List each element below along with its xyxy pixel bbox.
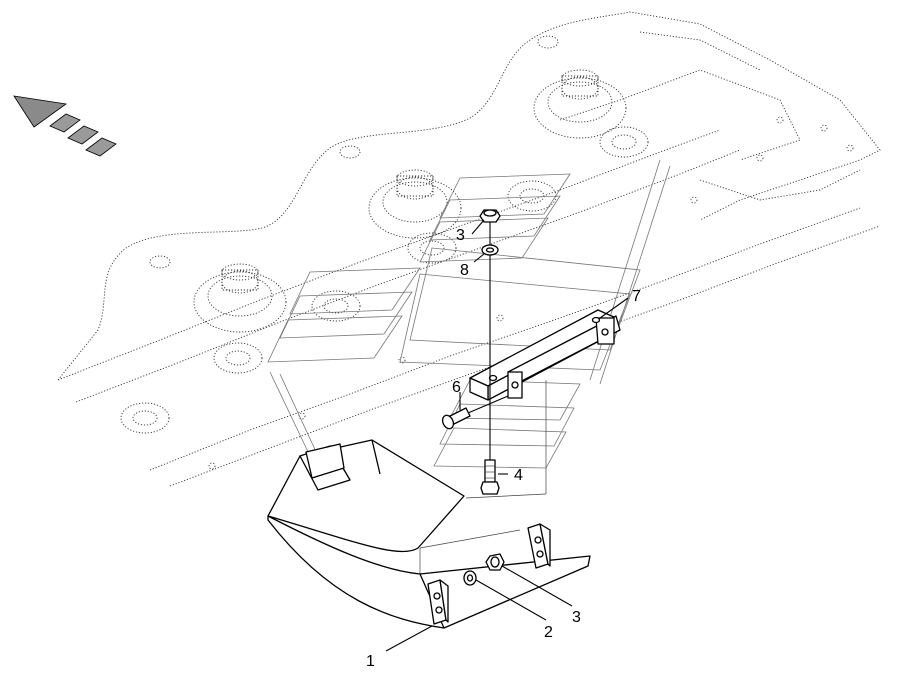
callout-8: 8	[460, 262, 469, 279]
callout-4: 4	[514, 467, 523, 484]
callout-6: 6	[452, 379, 461, 396]
callout-2: 2	[544, 624, 553, 641]
leader-lines	[385, 219, 629, 652]
callout-7: 7	[632, 288, 641, 305]
disc-hub-3	[533, 69, 627, 139]
ghost-outline-panels	[267, 159, 671, 469]
nut-part-3-lower	[485, 553, 505, 571]
bolt-part-4	[480, 459, 500, 495]
disc-hub-2	[368, 169, 462, 239]
callout-3-lower: 3	[572, 609, 581, 626]
bolt-part-6	[441, 395, 509, 430]
bearing-rings	[120, 35, 649, 434]
disc-hub-1	[193, 263, 287, 333]
skid-plate-part-1	[267, 439, 591, 629]
nut-part-3-top	[479, 209, 501, 223]
washer-part-2	[463, 570, 477, 586]
support-bracket-part-7	[469, 309, 621, 401]
travel-direction-arrow-icon	[13, 95, 117, 157]
callout-1: 1	[366, 653, 375, 670]
washer-part-8	[481, 244, 499, 256]
rail-holes	[208, 116, 854, 470]
callout-3-top: 3	[456, 227, 465, 244]
